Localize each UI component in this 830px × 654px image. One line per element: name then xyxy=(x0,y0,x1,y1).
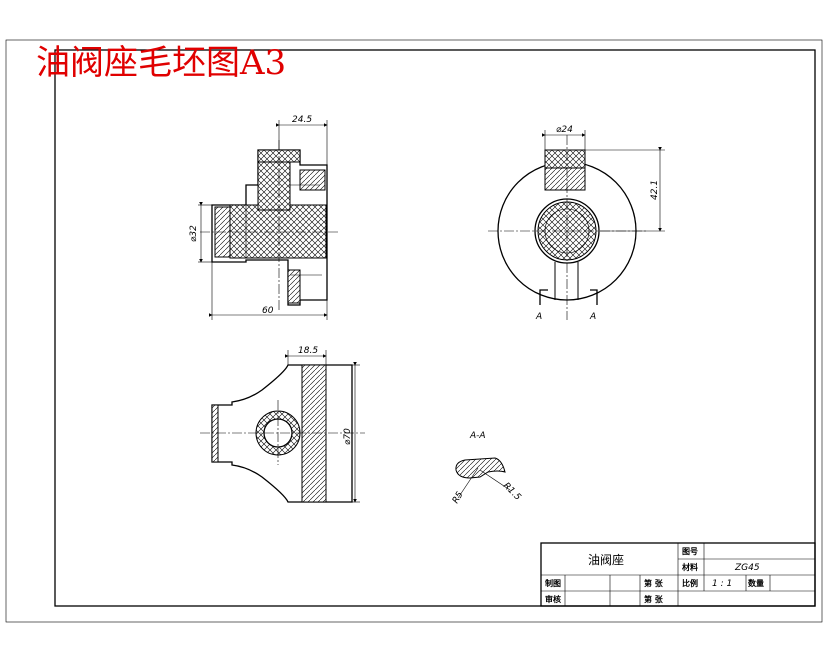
dim-60: 60 xyxy=(262,306,274,316)
qty-label: 数量 xyxy=(748,578,764,588)
section-mark-a-right: A xyxy=(589,312,596,322)
dim-phi-32: ⌀32 xyxy=(189,225,199,242)
drawing-no-label: 图号 xyxy=(682,547,698,556)
sheet-label-2: 第 张 xyxy=(644,594,664,604)
inner-border xyxy=(54,49,816,607)
side-view: ⌀24 42.1 A A xyxy=(488,125,665,322)
sheet-label-1: 第 张 xyxy=(644,578,664,588)
dim-phi-70: ⌀70 xyxy=(343,428,353,445)
material-label: 材料 xyxy=(682,562,698,572)
dim-phi-24: ⌀24 xyxy=(556,125,573,135)
section-a-a: A-A R5 R1.5 xyxy=(451,431,523,506)
scale-value: 1 : 1 xyxy=(712,579,732,589)
dim-r1-5: R1.5 xyxy=(501,481,523,503)
scale-label: 比例 xyxy=(682,578,698,588)
drawing-title: 油阀座毛坯图A3 xyxy=(36,43,286,83)
front-view: 24.5 ⌀32 60 xyxy=(189,115,340,320)
dim-42-1: 42.1 xyxy=(650,180,660,200)
section-label: A-A xyxy=(469,431,486,441)
dim-18-5: 18.5 xyxy=(298,346,318,356)
title-block: 油阀座 图号 材料 ZG45 制图 审核 第 张 第 张 比例 1 : 1 数量 xyxy=(540,542,816,607)
outer-border xyxy=(5,39,823,623)
top-view: 18.5 ⌀70 xyxy=(200,346,365,503)
dim-24-5: 24.5 xyxy=(292,115,312,125)
drawn-by-label: 制图 xyxy=(545,578,561,588)
part-name: 油阀座 xyxy=(588,552,624,567)
dim-r5: R5 xyxy=(451,490,466,506)
section-mark-a-left: A xyxy=(535,312,542,322)
reviewed-by-label: 审核 xyxy=(545,594,561,604)
material-value: ZG45 xyxy=(734,563,760,573)
